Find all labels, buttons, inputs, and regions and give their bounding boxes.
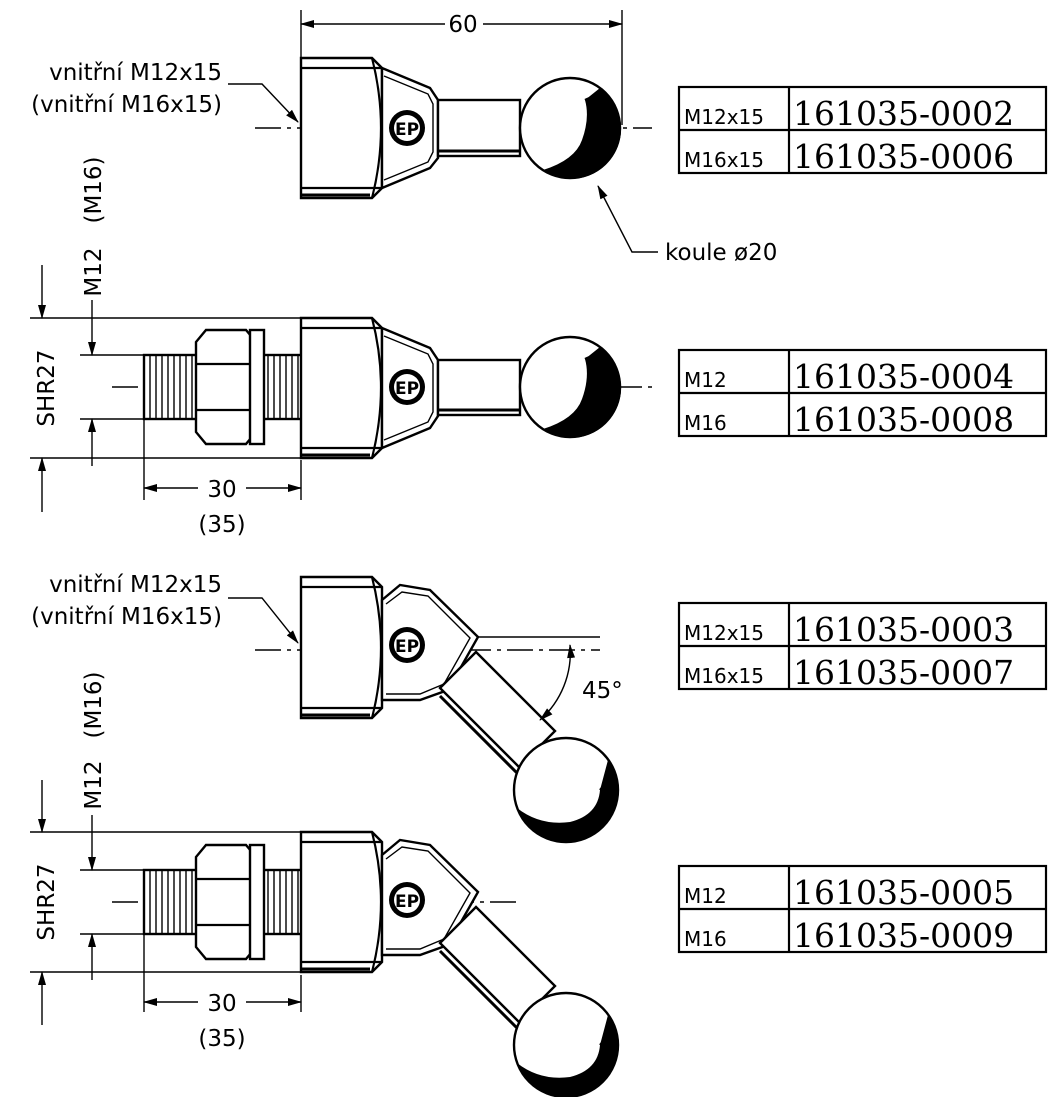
dim-thread: M12	[81, 760, 107, 809]
table-1-variant-1: M12x15	[684, 105, 764, 129]
table-3-part-number-1: 161035-0003	[793, 610, 1014, 649]
table-1-part-number-1: 161035-0002	[793, 94, 1014, 133]
logo-text: EP	[395, 637, 419, 657]
table-2-variant-1: M12	[684, 368, 727, 392]
dim-thread-alt: (M16)	[81, 671, 107, 738]
label-ball: koule ø20	[665, 240, 777, 266]
table-4-part-number-1: 161035-0005	[793, 873, 1014, 912]
view-angled-internal: EP 45° vnitřní M12x15 (vnitřní M16x15)	[31, 572, 623, 844]
dim-overall-length: 60	[448, 12, 477, 38]
view-straight-stud: EP SHR27 M12 (M16) 30 (35)	[30, 156, 652, 538]
part-table-3: M12x15 161035-0003 M16x15 161035-0007	[677, 601, 1048, 692]
table-3-part-number-2: 161035-0007	[793, 653, 1014, 692]
dim-thread-alt: (M16)	[81, 156, 107, 223]
logo-text: EP	[395, 892, 419, 912]
dim-thread-length: 30	[207, 477, 236, 503]
table-2-part-number-1: 161035-0004	[793, 357, 1014, 396]
part-table-4: M12 161035-0005 M16 161035-0009	[677, 864, 1048, 955]
table-4-variant-2: M16	[684, 927, 727, 951]
dim-angle: 45°	[582, 678, 623, 704]
label-internal-thread-alt: (vnitřní M16x15)	[31, 604, 222, 630]
dim-thread-length-alt: (35)	[198, 512, 245, 538]
dim-wrench-size: SHR27	[34, 349, 60, 426]
part-table-1: M12x15 161035-0002 M16x15 161035-0006	[677, 85, 1048, 176]
table-1-variant-2: M16x15	[684, 148, 764, 172]
dim-thread-length: 30	[207, 991, 236, 1017]
label-internal-thread: vnitřní M12x15	[49, 572, 222, 598]
view-angled-stud: EP SHR27 M12 (M16) 30 (35)	[30, 671, 620, 1097]
logo-text: EP	[395, 120, 419, 140]
dim-thread-length-alt: (35)	[198, 1026, 245, 1052]
table-3-variant-2: M16x15	[684, 664, 764, 688]
logo-text: EP	[395, 379, 419, 399]
view-straight-internal: 60 EP vnitřní M12x15 (vnitřní M16x15) ko…	[31, 10, 777, 266]
table-2-variant-2: M16	[684, 411, 727, 435]
table-4-part-number-2: 161035-0009	[793, 916, 1014, 955]
table-1-part-number-2: 161035-0006	[793, 137, 1014, 176]
label-internal-thread: vnitřní M12x15	[49, 60, 222, 86]
table-4-variant-1: M12	[684, 884, 727, 908]
dim-thread: M12	[81, 247, 107, 296]
dim-wrench-size: SHR27	[34, 863, 60, 940]
part-table-2: M12 161035-0004 M16 161035-0008	[677, 348, 1048, 439]
table-2-part-number-2: 161035-0008	[793, 400, 1014, 439]
table-3-variant-1: M12x15	[684, 621, 764, 645]
label-internal-thread-alt: (vnitřní M16x15)	[31, 92, 222, 118]
